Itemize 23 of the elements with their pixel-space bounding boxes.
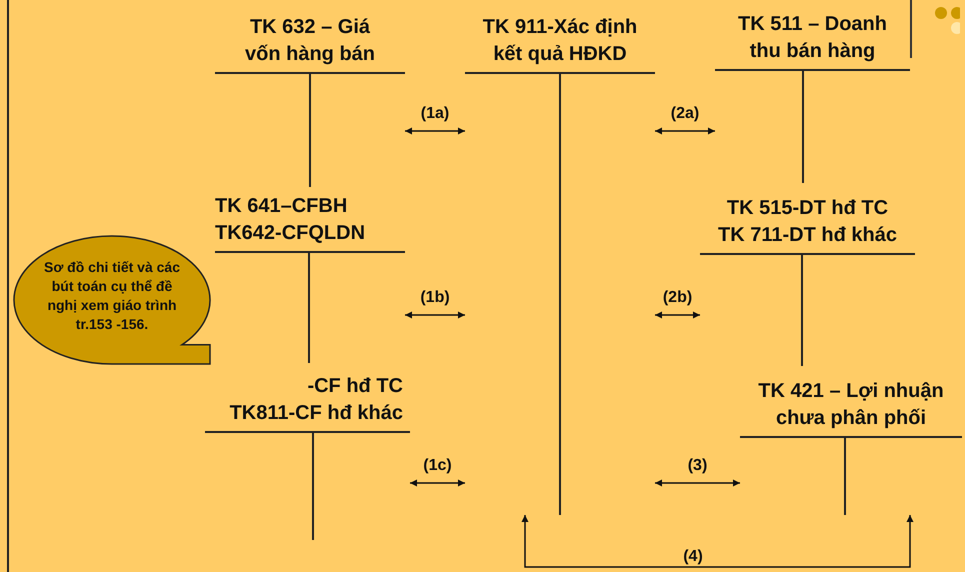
double-arrow xyxy=(410,480,465,486)
double-arrow xyxy=(655,480,740,486)
callout-text: Sơ đồ chi tiết và các bút toán cụ thể đề nghị xem giáo trình tr.153 -156. xyxy=(42,258,181,334)
account-name: TK 511 – Doanh thu bán hàng xyxy=(737,12,888,64)
edge-label: (2b) xyxy=(660,288,694,307)
edge-label: (2a) xyxy=(668,104,702,123)
account-name: -CF hđ TC TK811-CF hđ khác xyxy=(228,374,403,426)
edge-label: (1b) xyxy=(418,288,452,307)
account-name: TK 911-Xác định kết quả HĐKD xyxy=(482,15,638,67)
double-arrow xyxy=(522,515,914,568)
edge-label: (1c) xyxy=(421,456,454,475)
double-arrow xyxy=(405,312,465,318)
account-name: TK 515-DT hđ TC TK 711-DT hđ khác xyxy=(717,196,898,248)
account-name: TK 421 – Lợi nhuận chưa phân phối xyxy=(757,379,945,431)
double-arrow xyxy=(655,128,715,134)
double-arrow xyxy=(405,128,465,134)
edge-label: (3) xyxy=(686,456,710,475)
account-name: TK 641–CFBH TK642-CFQLDN xyxy=(215,194,366,246)
account-name: TK 632 – Giá vốn hàng bán xyxy=(244,15,376,67)
edge-label: (1a) xyxy=(418,104,452,123)
double-arrow xyxy=(655,312,700,318)
edge-label: (4) xyxy=(681,547,705,566)
t-account xyxy=(205,376,410,540)
